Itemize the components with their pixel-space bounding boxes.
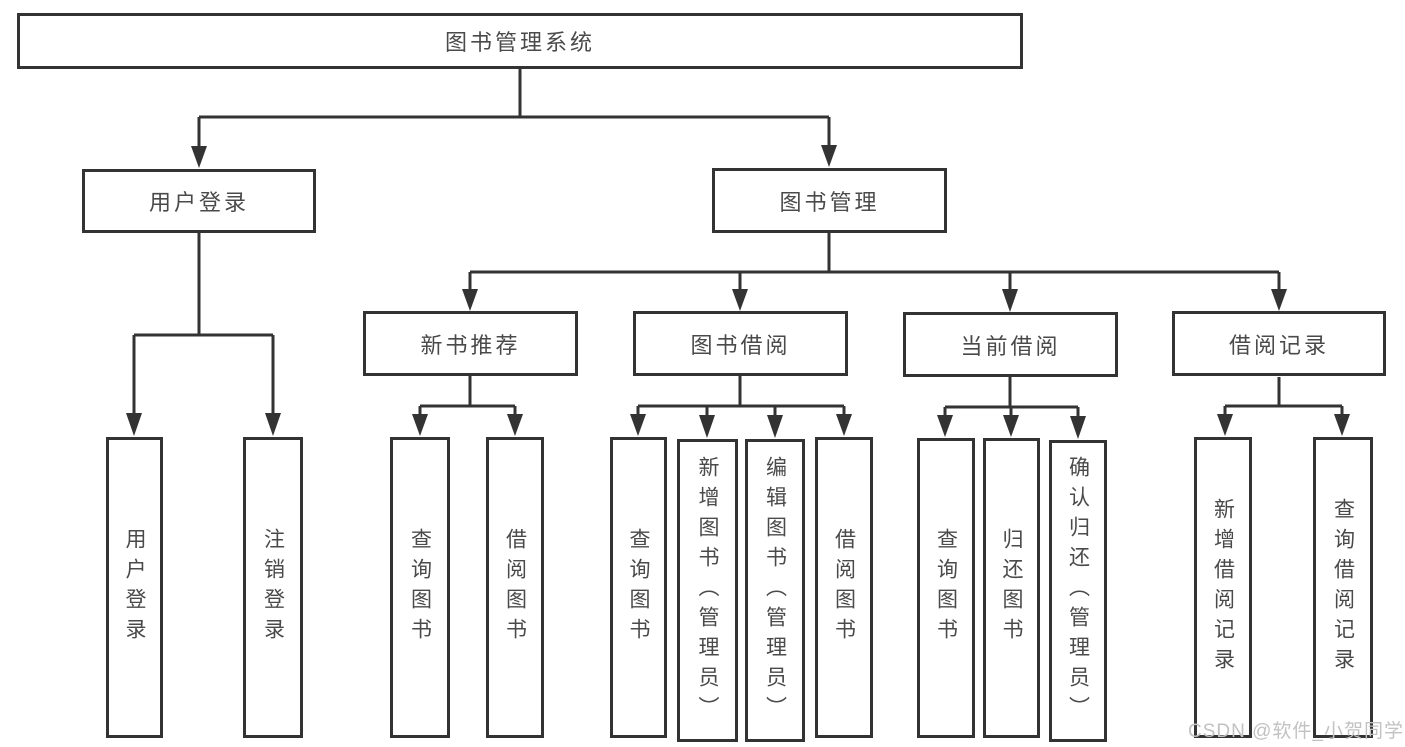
node-book-mgmt-label: 图书管理	[779, 189, 880, 215]
node-user-login: 用户登录	[82, 169, 316, 233]
arrowhead	[699, 415, 715, 438]
arrowhead	[732, 289, 748, 311]
node-root-label: 图书管理系统	[444, 30, 595, 55]
node-book-borrow: 图书借阅	[633, 311, 848, 376]
arrowhead	[1002, 289, 1018, 312]
node-borrow-records: 借阅记录	[1172, 311, 1386, 376]
connector-new-book-children	[412, 376, 523, 436]
connector-user-login-children	[126, 233, 281, 436]
connector-line	[197, 68, 831, 150]
node-book-borrow-label: 图书借阅	[690, 332, 791, 358]
arrowhead	[191, 146, 207, 168]
connector-current-borrow-children	[937, 377, 1086, 439]
node-user-login-label: 用户登录	[148, 190, 249, 215]
leaf-query-borrow-record: 查询借阅记录	[1313, 437, 1373, 738]
leaf-query-books-borrow: 查询图书	[610, 437, 667, 738]
connector-line	[636, 376, 846, 417]
leaf-query-borrow-record-label: 查询借阅记录	[1331, 497, 1355, 678]
connector-book-mgmt-level2	[462, 233, 1287, 312]
arrowhead	[630, 414, 646, 436]
connector-borrow-record-children	[1217, 377, 1350, 436]
leaf-query-books-current: 查询图书	[917, 438, 975, 738]
arrowhead	[937, 415, 953, 437]
arrowhead	[412, 414, 428, 436]
leaf-borrow-books: 借阅图书	[815, 437, 873, 738]
arrowhead	[1070, 416, 1086, 439]
connector-book-borrow-children	[630, 376, 852, 438]
leaf-add-borrow-record: 新增借阅记录	[1194, 437, 1252, 738]
leaf-borrow-books-recommend-label: 借阅图书	[503, 527, 527, 648]
leaf-logout-login-label: 注销登录	[261, 527, 285, 648]
connector-line	[1223, 377, 1344, 416]
node-current-borrow: 当前借阅	[903, 312, 1118, 377]
node-current-borrow-label: 当前借阅	[960, 333, 1061, 359]
connector-line	[132, 233, 275, 418]
leaf-query-books-recommend-label: 查询图书	[408, 527, 432, 648]
leaf-borrow-books-label: 借阅图书	[832, 527, 856, 648]
node-book-mgmt: 图书管理	[712, 168, 947, 233]
arrowhead	[1003, 415, 1019, 437]
arrowhead	[507, 414, 523, 436]
leaf-confirm-return-admin-label: 确认归还（管理员）	[1066, 456, 1090, 726]
arrowhead	[126, 413, 142, 436]
leaf-logout-login: 注销登录	[243, 437, 303, 738]
leaf-return-books-label: 归还图书	[1000, 528, 1023, 648]
leaf-edit-books-admin: 编辑图书（管理员）	[745, 439, 805, 742]
arrowhead	[265, 413, 281, 436]
leaf-confirm-return-admin: 确认归还（管理员）	[1049, 440, 1107, 742]
leaf-edit-books-admin-label: 编辑图书（管理员）	[763, 455, 787, 726]
watermark: CSDN @软件_小贺同学	[1188, 721, 1404, 742]
leaf-return-books: 归还图书	[983, 438, 1040, 738]
leaf-add-books-admin: 新增图书（管理员）	[677, 439, 738, 742]
leaf-user-login-label: 用户登录	[123, 527, 146, 648]
arrowhead	[767, 415, 783, 438]
arrowhead	[1217, 414, 1233, 436]
leaf-query-books-borrow-label: 查询图书	[627, 527, 650, 648]
node-new-book-recommend: 新书推荐	[363, 311, 578, 376]
node-new-book-recommend-label: 新书推荐	[420, 332, 521, 358]
leaf-query-books-current-label: 查询图书	[934, 528, 958, 648]
leaf-add-books-admin-label: 新增图书（管理员）	[696, 455, 719, 726]
arrowhead	[1334, 414, 1350, 436]
leaf-query-books-recommend: 查询图书	[390, 437, 450, 738]
connector-root-level1	[191, 68, 837, 168]
leaf-user-login: 用户登录	[106, 437, 163, 738]
connector-line	[418, 376, 517, 416]
arrowhead	[836, 414, 852, 436]
connector-line	[468, 233, 1281, 292]
leaf-add-borrow-record-label: 新增借阅记录	[1211, 497, 1235, 678]
arrowhead	[1271, 289, 1287, 311]
connector-line	[943, 377, 1080, 418]
node-root: 图书管理系统	[17, 13, 1023, 69]
leaf-borrow-books-recommend: 借阅图书	[486, 437, 544, 738]
arrowhead	[462, 289, 478, 311]
node-borrow-records-label: 借阅记录	[1228, 332, 1329, 358]
arrowhead	[821, 145, 837, 167]
